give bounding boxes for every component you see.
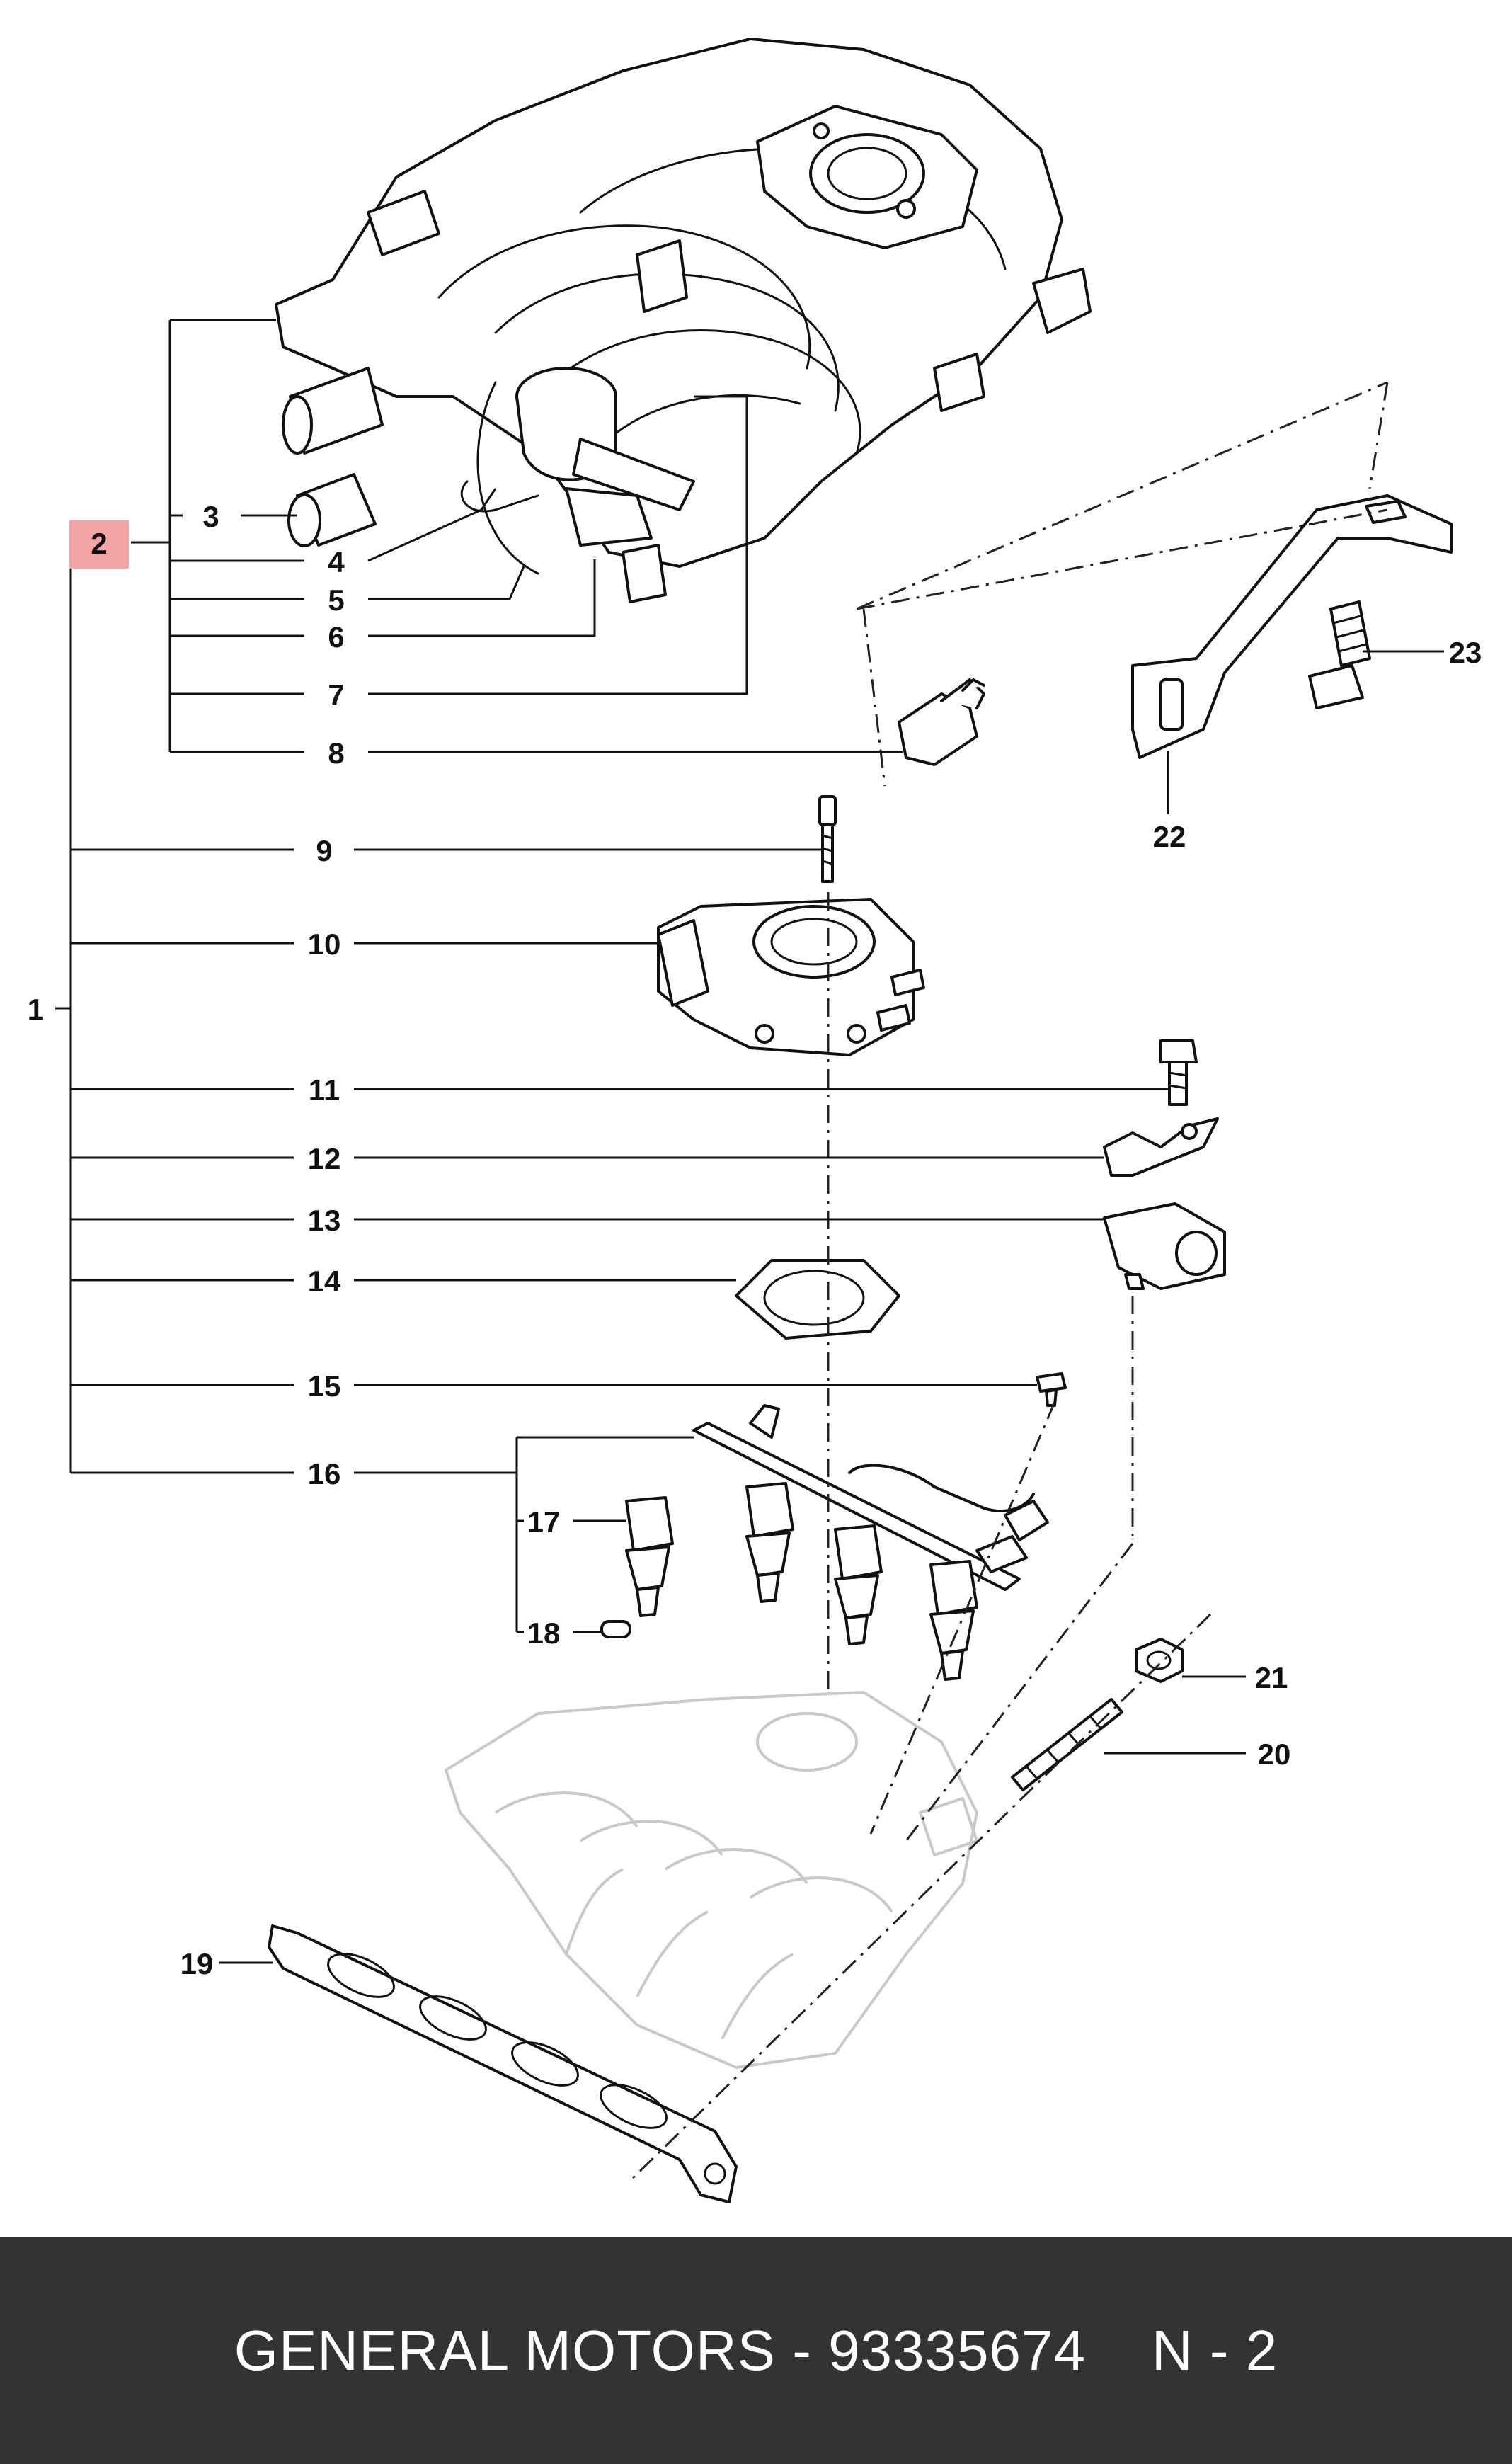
footer-part-number: GENERAL MOTORS - 93335674 N - 2: [234, 2319, 1278, 2382]
part-8-temperature-sensor: [898, 678, 985, 766]
callout-15: 15: [308, 1369, 341, 1403]
lower-intake-manifold-ghost: [445, 1691, 978, 2069]
selected-callout-highlight: [69, 520, 129, 569]
upper-intake-manifold: [275, 38, 1092, 603]
parts-diagram: 1 2 3 4 5 6 7 8 9 10 11 12 13 14 15 16 1…: [28, 38, 1482, 2203]
callout-19: 19: [181, 1947, 214, 1980]
callout-10: 10: [308, 928, 341, 961]
callout-14: 14: [308, 1265, 341, 1298]
part-22-bracket: [1131, 494, 1453, 759]
callout-18: 18: [527, 1616, 561, 1650]
part-21-nut: [1135, 1638, 1184, 1683]
footer-bar: GENERAL MOTORS - 93335674 N - 2: [0, 2237, 1512, 2464]
callout-4: 4: [328, 545, 345, 578]
callout-22: 22: [1153, 820, 1186, 853]
part-19-manifold-gasket: [268, 1924, 738, 2203]
part-10-throttle-body: [657, 898, 925, 1056]
part-3-hose-fitting: [287, 473, 377, 547]
part-11-bolt: [1159, 1039, 1198, 1106]
part-17-fuel-injectors: [625, 1482, 978, 1681]
part-9-bolt: [818, 795, 837, 883]
callout-2: 2: [91, 527, 107, 560]
part-16-fuel-rail: [692, 1404, 1049, 1591]
injector-1: [625, 1496, 674, 1617]
callout-11: 11: [309, 1073, 340, 1107]
callout-23: 23: [1449, 636, 1482, 669]
callout-9: 9: [316, 834, 332, 867]
part-14-gasket: [735, 1259, 900, 1340]
part-12-clip: [1103, 1117, 1219, 1177]
leader-lines: [55, 319, 1444, 1964]
callout-1: 1: [28, 993, 44, 1026]
part-13-pressure-sensor: [1103, 1202, 1226, 1290]
callout-3: 3: [202, 500, 219, 533]
callout-8: 8: [328, 736, 344, 770]
callout-12: 12: [308, 1142, 341, 1175]
part-18-seal: [600, 1620, 631, 1638]
injector-4: [929, 1560, 978, 1681]
callout-6: 6: [328, 620, 344, 654]
part-15-screw: [1036, 1372, 1067, 1407]
callout-21: 21: [1255, 1661, 1288, 1694]
injector-2: [745, 1482, 794, 1603]
callout-17: 17: [527, 1505, 561, 1539]
callout-20: 20: [1258, 1738, 1291, 1771]
callout-labels: 1 2 3 4 5 6 7 8 9 10 11 12 13 14 15 16 1…: [28, 500, 1482, 1980]
alignment-lines: [629, 381, 1389, 2182]
callout-16: 16: [308, 1457, 341, 1490]
callout-5: 5: [328, 583, 344, 617]
part-20-stud: [1011, 1698, 1123, 1791]
part-23-bolt: [1308, 600, 1371, 709]
callout-7: 7: [328, 678, 344, 712]
callout-13: 13: [308, 1204, 341, 1237]
injector-3: [834, 1524, 883, 1645]
